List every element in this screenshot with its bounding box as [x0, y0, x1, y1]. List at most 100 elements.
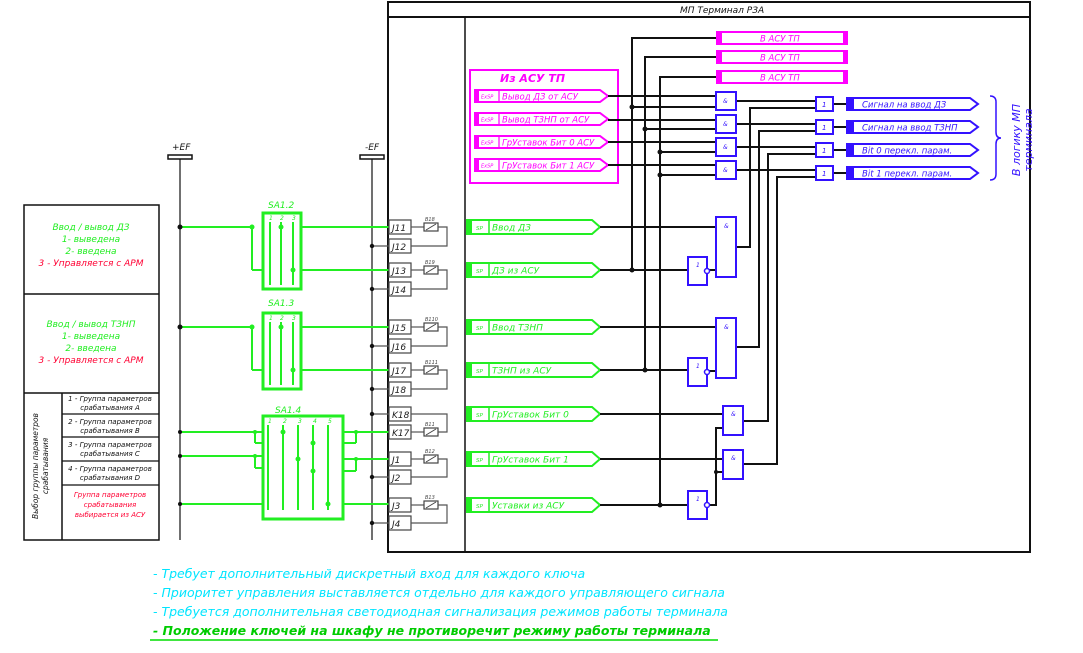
- svg-text:J12: J12: [390, 243, 406, 253]
- brace-label-1: В логику МП: [1010, 104, 1023, 176]
- note-2: - Приоритет управления выставляется отде…: [153, 585, 725, 600]
- svg-text:Ввод ТЗНП: Ввод ТЗНП: [492, 324, 543, 334]
- sp-input: SP Уставки из АСУ: [466, 497, 602, 513]
- sa14-pos-4: 4: [313, 418, 317, 425]
- svg-text:В АСУ ТП: В АСУ ТП: [760, 35, 800, 45]
- switch-sa12[interactable]: SA1.2 1 2 3: [180, 201, 389, 291]
- asu-input-title: Из АСУ ТП: [500, 72, 565, 85]
- svg-text:&: &: [724, 223, 729, 230]
- sa12-pos-2: 2: [280, 215, 284, 222]
- and-gate: &: [722, 449, 744, 480]
- sa13-pos-2: 2: [280, 315, 284, 322]
- svg-text:1: 1: [822, 101, 826, 109]
- legend-tznp: Ввод / вывод ТЗНП 1- выведена 2- введена…: [39, 320, 144, 366]
- terminal-frame: МП Терминал РЗА: [387, 1, 1031, 553]
- and-gate: &: [722, 405, 744, 436]
- legend-group-asu-3: выбирается из АСУ: [75, 511, 146, 519]
- legend-dz: Ввод / вывод ДЗ 1- выведена 2- введена 3…: [39, 223, 144, 269]
- legend-group-row-4a: 4 - Группа параметров: [68, 465, 152, 473]
- svg-text:J14: J14: [390, 286, 406, 296]
- and-gate: &: [715, 216, 737, 278]
- legend-tznp-line1: 1- выведена: [62, 332, 120, 342]
- asu-output: В АСУ ТП: [716, 50, 848, 64]
- not-gate: 1: [687, 357, 711, 387]
- legend-dz-title: Ввод / вывод ДЗ: [52, 223, 129, 233]
- svg-text:1: 1: [696, 262, 700, 269]
- switch-sa13[interactable]: SA1.3 1 2 3: [180, 299, 389, 391]
- terminal-j11: J11: [388, 219, 412, 235]
- svg-text:B19: B19: [425, 260, 435, 266]
- svg-text:J11: J11: [390, 224, 406, 234]
- svg-text:В АСУ ТП: В АСУ ТП: [760, 74, 800, 84]
- svg-text:1: 1: [822, 147, 826, 155]
- legend-tznp-title: Ввод / вывод ТЗНП: [46, 320, 135, 330]
- svg-text:J4: J4: [390, 520, 401, 530]
- output-signal: Bit 0 перекл. парам.: [846, 143, 980, 157]
- svg-text:B12: B12: [425, 449, 435, 455]
- not-gate: 1: [687, 256, 711, 286]
- legend-dz-line1: 1- выведена: [62, 235, 120, 245]
- terminal-j17: J17: [388, 362, 412, 378]
- svg-text:Уставки из АСУ: Уставки из АСУ: [492, 502, 565, 512]
- legend-tznp-line3: 3 - Управляется с АРМ: [39, 356, 144, 366]
- svg-text:SP: SP: [476, 326, 483, 332]
- svg-text:SP: SP: [476, 226, 483, 232]
- svg-text:SP: SP: [476, 504, 483, 510]
- switch-sa14-label: SA1.4: [275, 406, 301, 416]
- svg-text:J18: J18: [390, 386, 406, 396]
- legend-group-row-3a: 3 - Группа параметров: [68, 441, 152, 449]
- brace-label-2: терминала: [1022, 108, 1035, 172]
- sa14-pos-1: 1: [268, 418, 272, 425]
- or-gate: 1: [815, 142, 834, 158]
- note-1: - Требует дополнительный дискретный вход…: [153, 566, 585, 581]
- svg-text:ГрУставок Бит 1 АСУ: ГрУставок Бит 1 АСУ: [502, 162, 595, 172]
- bus-plus: +EF: [167, 143, 193, 540]
- terminal-j14: J14: [369, 281, 412, 297]
- legend-group-row-1b: срабатывания A: [80, 404, 140, 412]
- output-signal: Сигнал на ввод ДЗ: [846, 97, 980, 111]
- and-gate: &: [715, 114, 737, 134]
- asu-signal: ExSP ГрУставок Бит 1 АСУ: [474, 158, 610, 172]
- svg-text:K17: K17: [392, 429, 410, 439]
- legend-group-row-4b: срабатывания D: [80, 474, 141, 482]
- legend-group: Выбор группы параметров срабатывания 1 -…: [31, 395, 152, 519]
- svg-text:K18: K18: [392, 411, 410, 421]
- and-gate: &: [715, 317, 737, 379]
- terminal-j15: J15: [388, 319, 412, 335]
- terminal-j12: J12: [369, 238, 412, 254]
- switch-sa13-label: SA1.3: [268, 299, 294, 309]
- svg-text:ГрУставок Бит 0: ГрУставок Бит 0: [492, 411, 569, 421]
- svg-text:B13: B13: [425, 495, 435, 501]
- svg-text:ExSP: ExSP: [481, 164, 493, 170]
- legend-group-row-2b: срабатывания B: [80, 427, 140, 435]
- svg-text:B11: B11: [425, 422, 435, 428]
- svg-text:SP: SP: [476, 369, 483, 375]
- binary-input: B19: [411, 260, 448, 290]
- svg-text:В АСУ ТП: В АСУ ТП: [760, 54, 800, 64]
- terminal-j4: J4: [369, 515, 412, 531]
- binary-input: B18: [411, 217, 448, 247]
- logic-brace: В логику МП терминала: [989, 95, 1035, 181]
- and-gate: &: [715, 137, 737, 157]
- terminal-j13: J13: [388, 262, 412, 278]
- switch-sa14[interactable]: SA1.4 1 2 3 4 5: [180, 406, 389, 521]
- svg-text:&: &: [723, 144, 728, 151]
- sa12-pos-3: 3: [292, 215, 296, 222]
- bus-minus-label: -EF: [365, 143, 380, 153]
- svg-text:&: &: [731, 455, 736, 462]
- sa13-pos-3: 3: [292, 315, 296, 322]
- svg-text:J16: J16: [390, 343, 406, 353]
- asu-output: В АСУ ТП: [716, 70, 848, 84]
- legend-tznp-line2: 2- введена: [65, 344, 116, 354]
- svg-text:&: &: [724, 324, 729, 331]
- note-highlight: - Положение ключей на шкафу не противоре…: [153, 623, 711, 638]
- bus-minus: -EF: [359, 143, 385, 540]
- terminal-k18: K18: [369, 406, 412, 422]
- svg-text:Вывод ДЗ от АСУ: Вывод ДЗ от АСУ: [502, 93, 579, 103]
- legend-dz-line2: 2- введена: [65, 247, 116, 257]
